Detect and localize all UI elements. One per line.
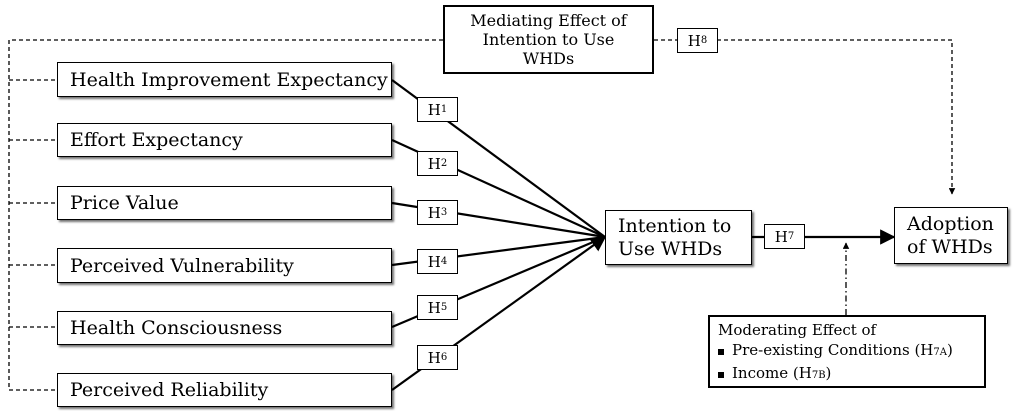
hypothesis-letter: H	[427, 154, 441, 173]
mediating-effect-box: Mediating Effect of Intention to Use WHD…	[443, 5, 654, 74]
hypothesis-letter: H	[427, 298, 441, 317]
construct-effort-expectancy: Effort Expectancy	[57, 123, 392, 157]
hypothesis-number: 7	[787, 231, 795, 242]
mediation-dashed-paths	[8, 39, 956, 391]
moderating-effect-box: Moderating Effect of Pre-existing Condit…	[708, 315, 986, 388]
square-bullet-icon	[718, 349, 724, 355]
hypothesis-letter: H	[427, 203, 441, 222]
construct-perceived-vulnerability: Perceived Vulnerability	[57, 248, 392, 283]
moderator-title: Moderating Effect of	[718, 321, 877, 339]
construct-label: Perceived Vulnerability	[70, 254, 294, 277]
square-bullet-icon	[718, 372, 724, 378]
intention-to-use-box: Intention to Use WHDs	[605, 210, 752, 265]
hypothesis-number: 5	[440, 302, 448, 313]
hypothesis-letter: H	[427, 100, 441, 119]
hypothesis-letter: H	[774, 227, 788, 246]
hypothesis-letter: H	[427, 252, 441, 271]
hypothesis-number: 2	[440, 158, 448, 169]
hypothesis-number: 8	[700, 35, 708, 46]
moderator-item-suffix: )	[946, 341, 953, 359]
moderator-item-text: Pre-existing Conditions (H	[732, 341, 934, 359]
hypothesis-letter: H	[427, 348, 441, 367]
mediator-line-2: Intention to Use	[482, 30, 615, 49]
construct-label: Health Consciousness	[70, 317, 283, 339]
construct-perceived-reliability: Perceived Reliability	[57, 373, 392, 407]
construct-price-value: Price Value	[57, 186, 392, 220]
hypothesis-letter: H	[687, 31, 701, 50]
construct-health-consciousness: Health Consciousness	[57, 311, 392, 345]
mediation-path-right	[654, 39, 956, 195]
construct-health-improvement-expectancy: Health Improvement Expectancy	[57, 62, 392, 97]
hypothesis-number: 4	[440, 256, 448, 267]
moderator-item-sub: 7A	[933, 347, 947, 358]
mediator-line-3: WHDs	[522, 49, 575, 68]
moderator-item-text: Income (H	[732, 364, 812, 382]
construct-label: Effort Expectancy	[70, 129, 243, 151]
hypothesis-number: 3	[440, 207, 448, 218]
construct-label: Health Improvement Expectancy	[70, 68, 388, 91]
intention-line-2: Use WHDs	[618, 237, 723, 260]
adoption-line-1: Adoption	[907, 212, 994, 235]
intention-line-1: Intention to	[618, 214, 732, 237]
hypothesis-number: 1	[440, 104, 448, 115]
hypothesis-number: 6	[440, 352, 448, 363]
construct-label: Perceived Reliability	[70, 379, 269, 401]
mediation-path-left	[8, 39, 443, 390]
moderator-item-suffix: )	[825, 364, 832, 382]
mediator-line-1: Mediating Effect of	[470, 11, 627, 30]
adoption-line-2: of WHDs	[907, 235, 993, 258]
construct-label: Price Value	[70, 192, 179, 214]
moderator-item-sub: 7B	[811, 370, 826, 381]
adoption-box: Adoption of WHDs	[894, 207, 1008, 264]
